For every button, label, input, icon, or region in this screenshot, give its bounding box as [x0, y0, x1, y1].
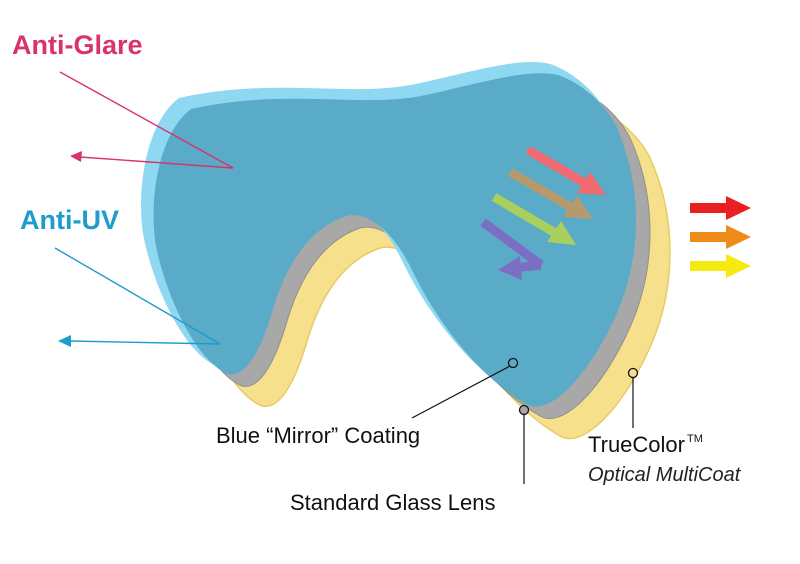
truecolor-text: TrueColor: [588, 432, 685, 457]
anti-uv-lines: [54, 247, 221, 345]
anti-uv-label: Anti-UV: [20, 205, 119, 235]
anti-glare-arrowhead-icon: [70, 151, 82, 162]
arrow-tan-icon: [507, 168, 593, 219]
standard-glass-label: Standard Glass Lens: [290, 490, 496, 515]
anti-uv-arrowhead-icon: [58, 335, 71, 347]
out-arrow-orange-icon: [690, 225, 751, 249]
anti-glare-lines: [59, 71, 234, 169]
glass-leader: [518, 404, 530, 484]
mirror-coating-label: Blue “Mirror” Coating: [216, 423, 421, 448]
arrow-violet-icon: [480, 218, 544, 280]
out-arrow-red-icon: [690, 196, 751, 220]
rainbow-arrows-icon: [480, 146, 606, 280]
truecolor-leader: [627, 367, 639, 428]
multicoat-label: Optical MultiCoat: [588, 464, 741, 486]
arrow-red-icon: [525, 146, 606, 195]
anti-glare-label: Anti-Glare: [12, 30, 143, 60]
trademark-mark: TM: [687, 433, 703, 445]
warm-arrows-icon: [690, 196, 751, 278]
mirror-leader: [411, 357, 519, 419]
out-arrow-yellow-icon: [690, 254, 751, 278]
arrow-green-icon: [491, 193, 576, 245]
